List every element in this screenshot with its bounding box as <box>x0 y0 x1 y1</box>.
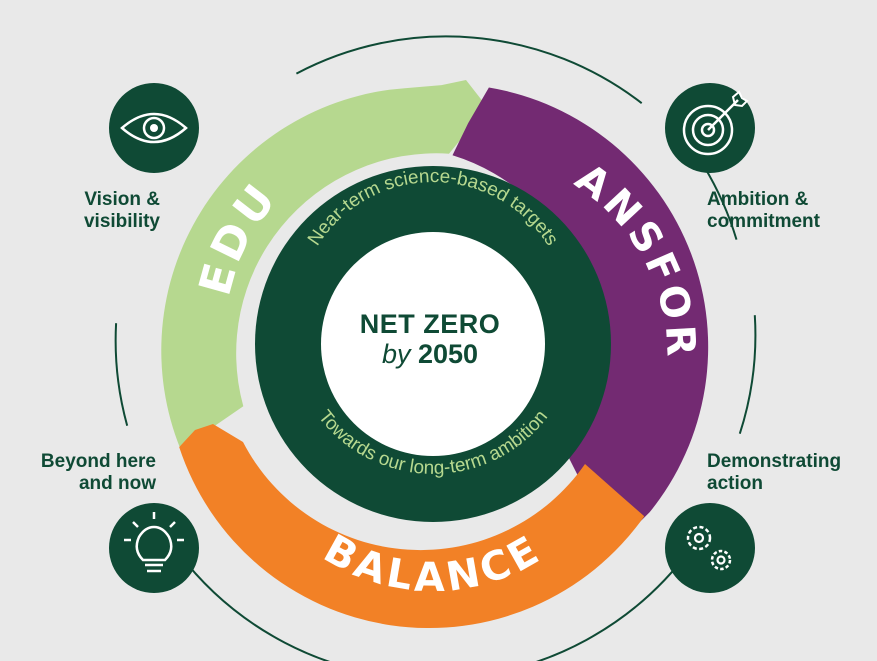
label-demonstrating-line2: action <box>707 473 763 494</box>
outer-arc-right <box>738 315 757 435</box>
reduce-arc <box>161 80 488 450</box>
label-vision-line2: visibility <box>83 211 160 232</box>
label-beyond-line2: and now <box>78 473 156 494</box>
outer-arc-bottom <box>177 547 692 661</box>
gears-icon <box>665 503 755 593</box>
balance-arc <box>179 424 645 629</box>
transform-arc <box>452 87 709 542</box>
target-icon <box>665 83 755 173</box>
label-ambition-commitment: Ambition & commitment <box>707 189 820 233</box>
label-beyond-line1: Beyond here <box>40 451 156 472</box>
center-title: NET ZERO <box>359 309 501 339</box>
label-demonstrating-line1: Demonstrating <box>707 451 842 472</box>
center-title-block: NET ZERO by 2050 <box>330 309 530 369</box>
lightbulb-icon <box>109 503 199 593</box>
outer-arc-top <box>295 35 643 104</box>
center-by: by <box>381 339 411 369</box>
eye-icon <box>109 83 199 173</box>
label-demonstrating-action: Demonstrating action <box>707 451 841 495</box>
label-beyond-here: Beyond here and now <box>8 451 156 495</box>
label-ambition-line1: Ambition & <box>707 189 809 210</box>
label-vision-visibility: Vision & visibility <box>64 189 160 233</box>
outer-arc-left <box>114 323 129 426</box>
label-vision-line1: Vision & <box>84 189 160 210</box>
center-disc <box>321 232 545 456</box>
center-year: 2050 <box>417 339 479 369</box>
center-subtitle: by 2050 <box>330 339 530 369</box>
label-ambition-line2: commitment <box>707 211 820 232</box>
